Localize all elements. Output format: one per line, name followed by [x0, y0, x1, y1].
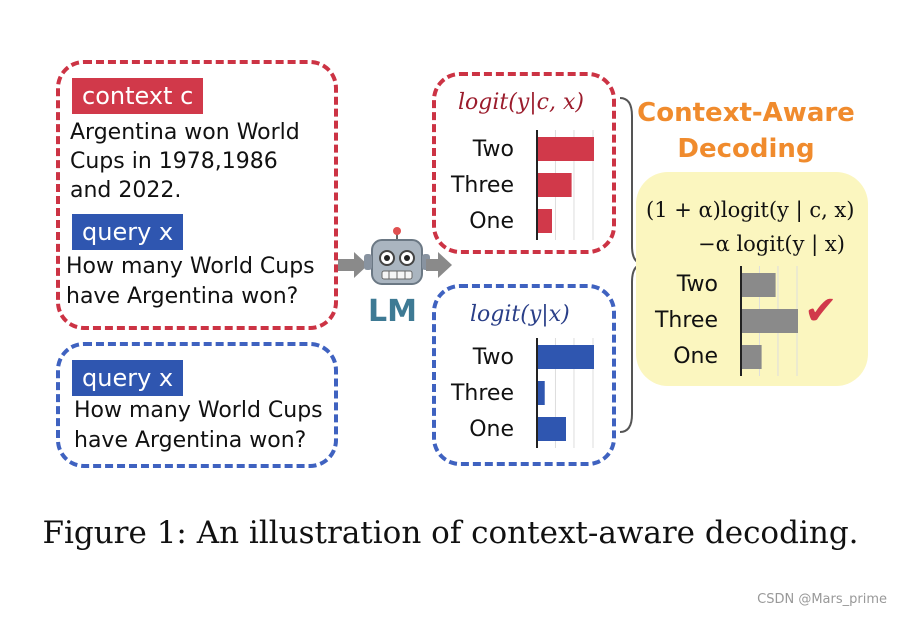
context-bar-one — [538, 209, 552, 233]
watermark: CSDN @Mars_prime — [757, 592, 887, 607]
context-bar-chart — [536, 130, 594, 240]
context-label-two: Two — [472, 137, 514, 162]
cad-label-one: One — [673, 344, 718, 369]
query-bar-one — [538, 417, 566, 441]
query-tag-in-context: query x — [72, 214, 184, 250]
context-tag: context c — [72, 78, 204, 114]
context-logit-formula: logit(y|c, x) — [458, 90, 584, 115]
arrows-and-robot — [338, 227, 452, 285]
context-label-three: Three — [450, 173, 514, 198]
query-label-one: One — [469, 417, 514, 442]
query-label-three: Three — [450, 381, 514, 406]
context-text-line-2: Cups in 1978,1986 — [70, 149, 278, 174]
context-label-one: One — [469, 209, 514, 234]
cad-title-line-1: Context-Aware — [637, 98, 855, 128]
arrow-left-icon — [338, 252, 368, 278]
query-text-line-2: have Argentina won? — [66, 284, 299, 309]
query-bar-three — [538, 381, 545, 405]
query-only-line-2: have Argentina won? — [74, 428, 307, 453]
query-only-box — [56, 342, 338, 468]
query-logit-formula: logit(y|x) — [470, 302, 570, 327]
cad-title-line-2: Decoding — [677, 134, 815, 164]
query-only-line-1: How many World Cups — [74, 398, 323, 423]
query-tag: query x — [72, 360, 184, 396]
robot-icon — [364, 227, 430, 285]
query-logit-panel — [432, 284, 616, 466]
cad-bar-one — [742, 345, 762, 369]
checkmark-icon: ✔ — [804, 288, 838, 334]
query-bar-chart — [536, 338, 594, 448]
cad-bar-chart — [740, 266, 798, 376]
context-logit-panel — [432, 72, 616, 254]
context-text-line-3: and 2022. — [70, 178, 182, 203]
cad-label-three: Three — [654, 308, 718, 333]
cad-formula-line-2: −α logit(y | x) — [698, 232, 845, 256]
cad-bar-three — [742, 309, 798, 333]
context-query-box — [56, 60, 338, 330]
context-bar-two — [538, 137, 594, 161]
query-bar-two — [538, 345, 594, 369]
cad-formula-line-1: (1 + α)logit(y | c, x) — [646, 198, 855, 222]
context-text-line-1: Argentina won World — [70, 120, 300, 145]
context-bar-three — [538, 173, 572, 197]
arrow-right-icon — [426, 252, 452, 278]
lm-label: LM — [368, 294, 417, 329]
query-text-line-1: How many World Cups — [66, 254, 315, 279]
cad-bar-two — [742, 273, 776, 297]
figure-caption: Figure 1: An illustration of context-awa… — [42, 515, 859, 551]
cad-label-two: Two — [676, 272, 718, 297]
query-label-two: Two — [472, 345, 514, 370]
